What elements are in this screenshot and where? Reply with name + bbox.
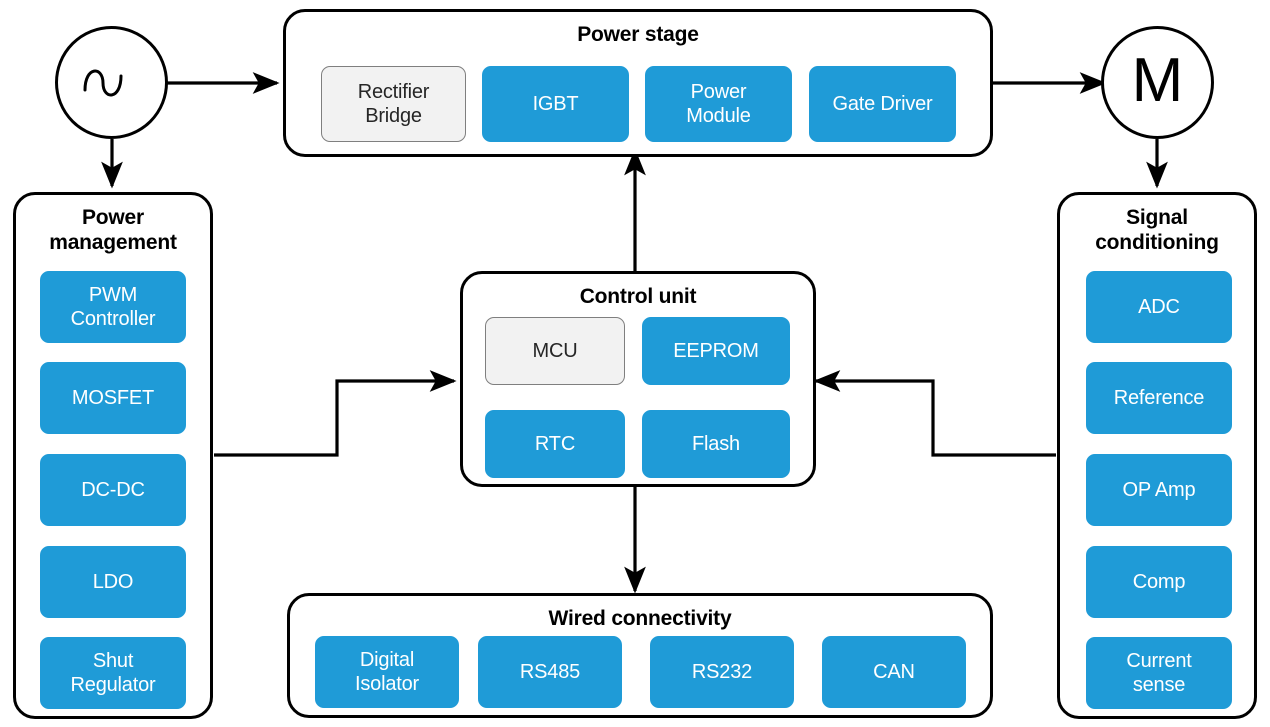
block-comp[interactable]: Comp: [1086, 546, 1232, 618]
block-rectifier-bridge[interactable]: Rectifier Bridge: [321, 66, 466, 142]
panel-power-stage[interactable]: Power stage Rectifier Bridge IGBT Power …: [283, 9, 993, 157]
block-mosfet[interactable]: MOSFET: [40, 362, 186, 434]
power-management-title-line2: management: [49, 231, 177, 254]
motor[interactable]: M: [1101, 26, 1214, 139]
block-label-line1: Current: [1126, 650, 1192, 672]
block-label-line2: sense: [1132, 674, 1186, 696]
power-management-title-line1: Power: [81, 206, 145, 229]
signal-conditioning-title-line2: conditioning: [1095, 231, 1219, 254]
block-mcu[interactable]: MCU: [485, 317, 625, 385]
signal-conditioning-title: Signal conditioning: [1060, 195, 1254, 255]
block-pwm-controller[interactable]: PWM Controller: [40, 271, 186, 343]
block-digital-isolator[interactable]: Digital Isolator: [315, 636, 459, 708]
motor-label: M: [1131, 45, 1184, 115]
block-label-line2: Regulator: [70, 674, 156, 696]
block-label: Reference: [1113, 387, 1205, 409]
block-label: Gate Driver: [832, 93, 933, 115]
wired-connectivity-title: Wired connectivity: [548, 607, 732, 630]
block-shut-regulator[interactable]: Shut Regulator: [40, 637, 186, 709]
block-flash[interactable]: Flash: [642, 410, 790, 478]
block-label: MCU: [532, 340, 578, 362]
block-label: OP Amp: [1122, 479, 1196, 501]
control-unit-title: Control unit: [579, 285, 697, 308]
block-label: MOSFET: [71, 387, 155, 409]
block-label-line2: Controller: [70, 308, 156, 330]
block-label: RS232: [691, 661, 753, 683]
block-reference[interactable]: Reference: [1086, 362, 1232, 434]
block-label-line2: Isolator: [355, 673, 419, 695]
block-label-line1: PWM: [88, 284, 138, 306]
block-label: CAN: [873, 661, 915, 683]
block-dc-dc[interactable]: DC-DC: [40, 454, 186, 526]
block-label: EEPROM: [673, 340, 759, 362]
wire-power-management-to-control-unit: [214, 370, 457, 457]
block-rs232[interactable]: RS232: [650, 636, 794, 708]
block-label: DC-DC: [81, 479, 145, 501]
power-management-title: Power management: [16, 195, 210, 255]
panel-wired-connectivity[interactable]: Wired connectivity Digital Isolator RS48…: [287, 593, 993, 718]
block-current-sense[interactable]: Current sense: [1086, 637, 1232, 709]
panel-signal-conditioning[interactable]: Signal conditioning ADC Reference OP Amp…: [1057, 192, 1257, 719]
signal-conditioning-title-line1: Signal: [1126, 206, 1188, 229]
wire-signal-conditioning-to-control-unit: [813, 370, 1056, 457]
block-label: ADC: [1138, 296, 1180, 318]
ac-source[interactable]: [55, 26, 168, 139]
block-ldo[interactable]: LDO: [40, 546, 186, 618]
block-label-line2: Bridge: [365, 105, 422, 127]
block-label: Flash: [692, 433, 740, 455]
block-rtc[interactable]: RTC: [485, 410, 625, 478]
block-label: RTC: [534, 433, 576, 455]
block-label-line1: Rectifier: [357, 81, 430, 103]
power-stage-title: Power stage: [577, 23, 699, 46]
block-rs485[interactable]: RS485: [478, 636, 622, 708]
block-label-line1: Power: [690, 81, 747, 103]
block-label: LDO: [92, 571, 134, 593]
block-gate-driver[interactable]: Gate Driver: [809, 66, 956, 142]
block-label: Comp: [1132, 571, 1186, 593]
panel-power-management[interactable]: Power management PWM Controller MOSFET D…: [13, 192, 213, 719]
block-power-module[interactable]: Power Module: [645, 66, 792, 142]
block-label-line1: Shut: [92, 650, 134, 672]
block-label-line2: Module: [686, 105, 751, 127]
block-label: IGBT: [532, 93, 579, 115]
block-op-amp[interactable]: OP Amp: [1086, 454, 1232, 526]
block-adc[interactable]: ADC: [1086, 271, 1232, 343]
block-eeprom[interactable]: EEPROM: [642, 317, 790, 385]
block-label-line1: Digital: [359, 649, 415, 671]
panel-control-unit[interactable]: Control unit MCU EEPROM RTC Flash: [460, 271, 816, 487]
block-label: RS485: [519, 661, 581, 683]
block-igbt[interactable]: IGBT: [482, 66, 629, 142]
ac-sine-source-icon: [83, 69, 122, 96]
block-can[interactable]: CAN: [822, 636, 966, 708]
